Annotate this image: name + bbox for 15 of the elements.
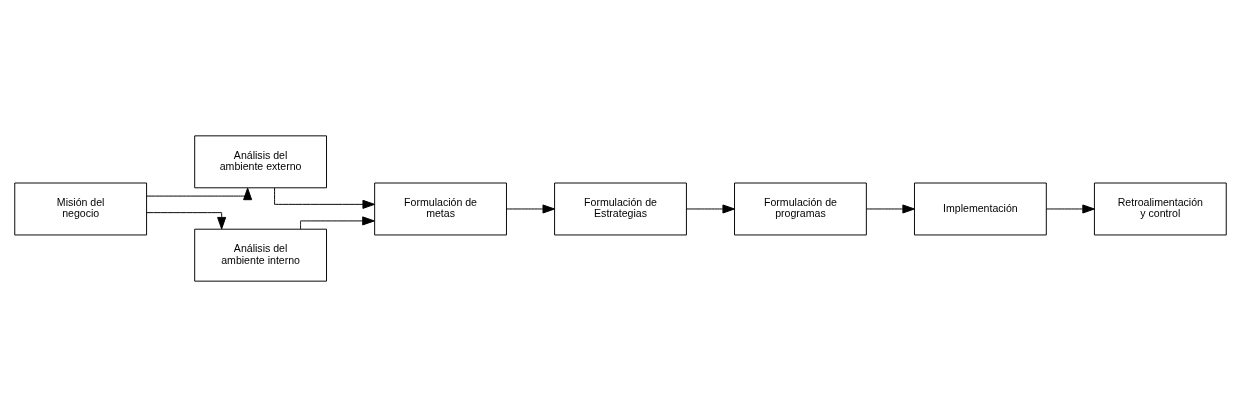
arrow <box>300 216 375 230</box>
arrow <box>686 204 735 214</box>
node-box: Análisis del ambiente externo <box>194 135 327 189</box>
node-box: Análisis del ambiente interno <box>194 228 327 282</box>
node-box: Implementación <box>914 182 1047 236</box>
arrow <box>146 212 227 230</box>
node-box: Formulación de metas <box>374 182 507 236</box>
node-box: Misión del negocio <box>14 182 148 236</box>
arrow <box>1045 204 1095 214</box>
node-box: Retroalimentación y control <box>1093 182 1227 236</box>
arrow <box>146 187 253 201</box>
arrow <box>506 204 555 214</box>
node-box: Formulación de programas <box>734 182 867 236</box>
node-box: Formulación de Estrategias <box>554 182 687 236</box>
arrow <box>865 204 915 214</box>
